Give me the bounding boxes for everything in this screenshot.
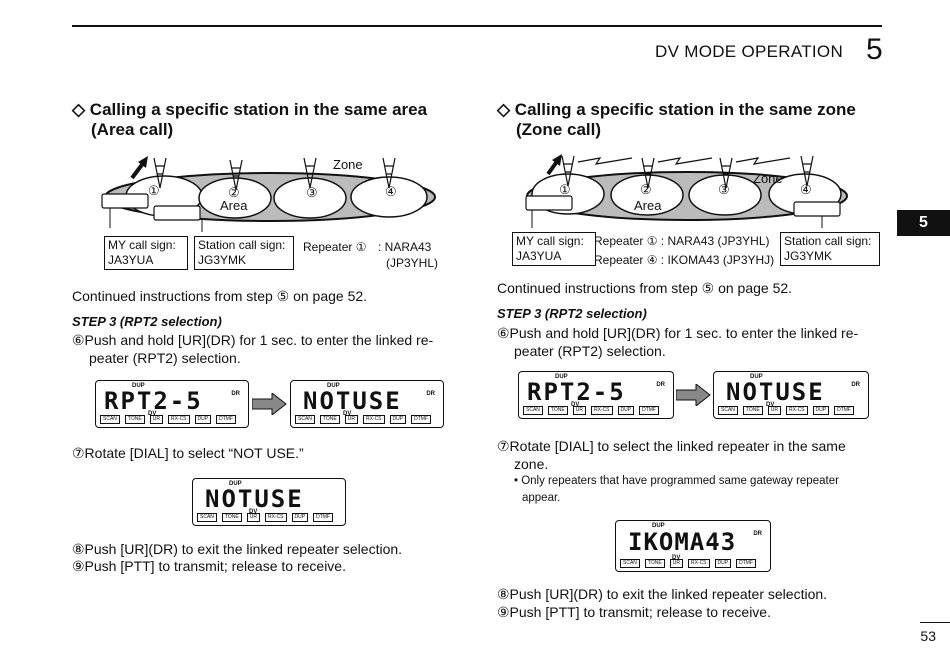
header-title: DV MODE OPERATION: [655, 42, 844, 61]
left-step7: ⑦Rotate [DIAL] to select “NOT USE.”: [72, 445, 304, 461]
right-marker-3: ③: [718, 182, 730, 197]
footer-rule: [920, 622, 950, 623]
right-station-callsign-box: Station call sign: JG3YMK: [780, 232, 880, 266]
lcd-key-row: SCAN TONE UR RX-CS DUP DTMF: [100, 415, 244, 424]
chapter-tab: 5: [897, 210, 950, 236]
lcd-display: DUP DR IKOMA43 DV SCAN TONE UR RX-CS DUP…: [615, 520, 771, 572]
repeater-tower-icon: [561, 155, 814, 189]
left-my-callsign-box: MY call sign: JA3YUA: [104, 236, 188, 270]
lcd-display: DUP DR NOTUSE DV SCAN TONE UR RX-CS DUP …: [290, 380, 444, 428]
right-my-callsign-box: MY call sign: JA3YUA: [512, 232, 596, 266]
right-repeater1: Repeater ① : NARA43 (JP3YHL): [594, 234, 770, 248]
lcd-key-row: SCAN TONE UR RX-CS DUP DTMF: [523, 406, 669, 415]
left-repeater-value: : NARA43: [378, 240, 432, 254]
transceiver-icon: [153, 205, 201, 221]
right-title-line2: (Zone call): [516, 120, 602, 139]
left-station-callsign-box: Station call sign: JG3YMK: [194, 236, 294, 270]
lcd-display: DUP NOTUSE DV SCAN TONE UR RX-CS DUP DTM…: [192, 478, 346, 526]
right-section-title: ◇ Calling a specific station in the same…: [497, 100, 856, 140]
left-step8: ⑧Push [UR](DR) to exit the linked repeat…: [72, 541, 403, 557]
left-continued: Continued instructions from step ⑤ on pa…: [72, 288, 368, 304]
left-repeater-value2: (JP3YHL): [386, 256, 439, 270]
left-zone-label: Zone: [333, 157, 363, 172]
transceiver-icon: [101, 193, 149, 209]
lcd-key-row: SCAN TONE UR RX-CS DUP DTMF: [620, 559, 766, 568]
lcd-key-row: SCAN TONE UR RX-CS DUP DTMF: [718, 406, 864, 415]
right-zone-label: Zone: [753, 171, 783, 186]
right-continued: Continued instructions from step ⑤ on pa…: [497, 280, 793, 296]
lcd-key-row: SCAN TONE UR RX-CS DUP DTMF: [295, 415, 439, 424]
right-arrow-icon: [676, 384, 711, 406]
right-step6: ⑥Push and hold [UR](DR) for 1 sec. to en…: [497, 325, 859, 359]
left-marker-2: ②: [228, 185, 240, 200]
header-rule: [72, 25, 882, 27]
right-arrow-icon: [252, 393, 287, 415]
right-marker-2: ②: [640, 182, 652, 197]
page-number: 53: [920, 628, 936, 644]
left-repeater-label: Repeater ①: [303, 240, 367, 254]
left-step6: ⑥Push and hold [UR](DR) for 1 sec. to en…: [72, 332, 434, 366]
right-marker-1: ①: [559, 182, 571, 197]
left-step9: ⑨Push [PTT] to transmit; release to rece…: [72, 558, 346, 574]
left-marker-4: ④: [385, 184, 397, 199]
right-area-label: Area: [634, 198, 662, 213]
right-title-line1: ◇ Calling a specific station in the same…: [497, 100, 856, 119]
right-step8: ⑧Push [UR](DR) to exit the linked repeat…: [497, 586, 828, 602]
right-repeater4: Repeater ④ : IKOMA43 (JP3YHJ): [594, 253, 775, 267]
left-title-line2: (Area call): [91, 120, 174, 139]
zone-call-diagram: [525, 154, 848, 228]
lcd-display: DUP DR NOTUSE DV SCAN TONE UR RX-CS DUP …: [713, 371, 869, 419]
left-area-label: Area: [220, 198, 248, 213]
left-step3-heading: STEP 3 (RPT2 selection): [72, 314, 222, 329]
right-marker-4: ④: [800, 182, 812, 197]
left-marker-1: ①: [148, 183, 160, 198]
header-chapter-number: 5: [866, 33, 883, 66]
left-section-title: ◇ Calling a specific station in the same…: [72, 100, 427, 140]
transceiver-icon: [793, 201, 841, 217]
right-note: • Only repeaters that have programmed sa…: [514, 475, 839, 504]
left-marker-3: ③: [306, 185, 318, 200]
transceiver-icon: [525, 195, 573, 211]
left-title-line1: ◇ Calling a specific station in the same…: [72, 100, 428, 119]
right-step9: ⑨Push [PTT] to transmit; release to rece…: [497, 604, 771, 620]
lcd-key-row: SCAN TONE UR RX-CS DUP DTMF: [197, 513, 341, 522]
area-call-diagram: [101, 156, 436, 232]
lcd-display: DUP DR RPT2-5 DV SCAN TONE UR RX-CS DUP …: [518, 371, 674, 419]
lcd-display: DUP DR RPT2-5 DV SCAN TONE UR RX-CS DUP …: [95, 380, 249, 428]
lightning-link-icon: [577, 157, 791, 165]
repeater-tower-icon: [153, 157, 396, 191]
right-step3-heading: STEP 3 (RPT2 selection): [497, 306, 647, 321]
right-step7: ⑦Rotate [DIAL] to select the linked repe…: [497, 438, 846, 472]
